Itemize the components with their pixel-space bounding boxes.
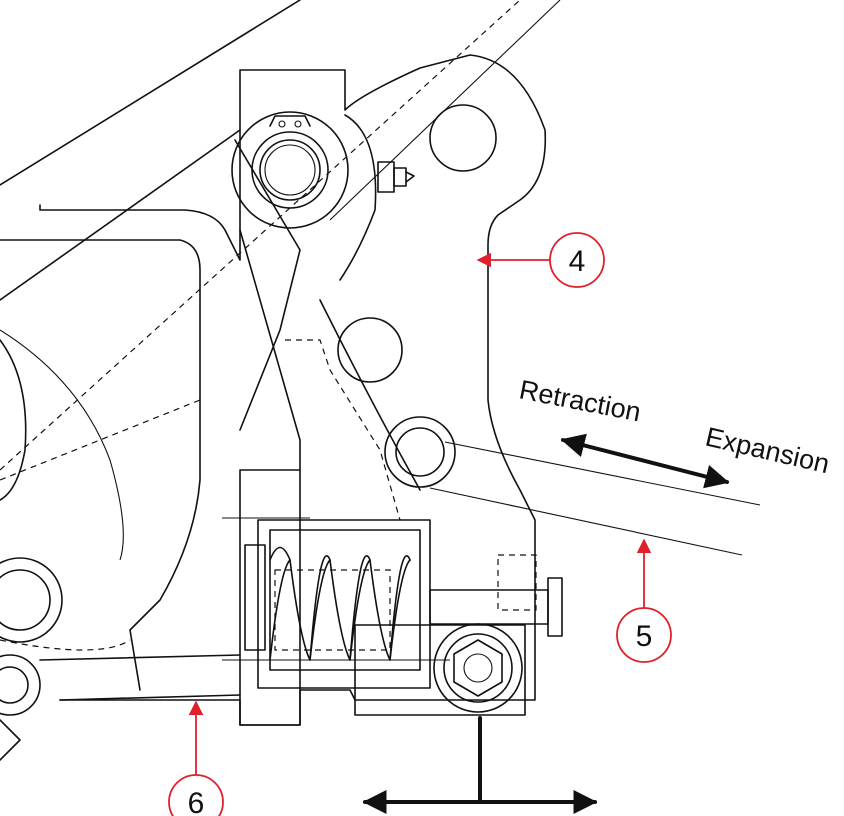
left-roller xyxy=(0,339,241,761)
callout-4-circle xyxy=(549,232,605,288)
adjusting-bolt xyxy=(354,554,563,716)
cable-lines xyxy=(429,441,761,556)
spring-assembly xyxy=(222,469,450,726)
lock-nut xyxy=(433,623,523,713)
callout-5-number: 5 xyxy=(636,620,653,653)
retraction-expansion-arrow xyxy=(560,433,730,489)
housing xyxy=(0,54,547,726)
retraction-label: Retraction xyxy=(517,374,644,427)
pivot-pin xyxy=(231,111,349,229)
expansion-label: Expansion xyxy=(703,422,833,480)
callout-4-number: 4 xyxy=(569,245,586,278)
motion-arrow-horizontal xyxy=(362,716,598,814)
callout-5: 5 xyxy=(616,538,672,663)
callout-4: 4 xyxy=(476,232,605,288)
callout-6: 6 xyxy=(168,700,224,816)
callout-5-circle xyxy=(616,607,672,663)
callout-6-circle xyxy=(168,774,224,816)
grease-fitting xyxy=(377,161,415,193)
callout-6-number: 6 xyxy=(188,787,205,816)
hidden-lever xyxy=(0,339,401,651)
housing-holes xyxy=(337,104,497,488)
